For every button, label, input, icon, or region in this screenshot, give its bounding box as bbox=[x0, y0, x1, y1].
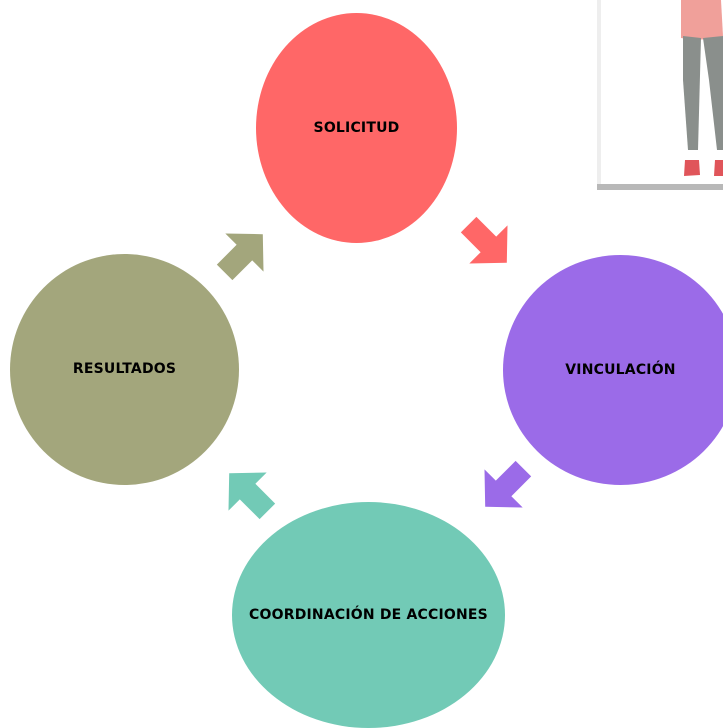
arrow-up-right-icon bbox=[216, 233, 264, 281]
node-solicitud-label: SOLICITUD bbox=[313, 119, 400, 136]
node-solicitud: SOLICITUD bbox=[256, 13, 457, 243]
floor-line bbox=[597, 184, 723, 190]
node-coordinacion-label: COORDINACIÓN DE ACCIONES bbox=[249, 606, 488, 623]
left-shoe-shape bbox=[684, 160, 700, 176]
left-leg-shape bbox=[683, 36, 701, 150]
arrow-down-right-icon bbox=[460, 216, 508, 264]
arrow-up-left-icon bbox=[228, 472, 276, 520]
arrow-down-left-icon bbox=[484, 460, 532, 508]
right-leg-shape bbox=[703, 36, 723, 150]
wall-edge bbox=[597, 0, 601, 184]
node-vinculacion-label: VINCULACIÓN bbox=[565, 361, 676, 378]
right-shoe-shape bbox=[714, 160, 723, 176]
node-vinculacion: VINCULACIÓN bbox=[503, 255, 723, 485]
node-coordinacion: COORDINACIÓN DE ACCIONES bbox=[232, 502, 505, 728]
person-standing-illustration bbox=[597, 0, 723, 190]
node-resultados-label: RESULTADOS bbox=[72, 361, 177, 378]
shirt-shape bbox=[681, 0, 723, 40]
node-resultados: RESULTADOS bbox=[10, 254, 239, 485]
person-standing-icon bbox=[681, 0, 723, 176]
